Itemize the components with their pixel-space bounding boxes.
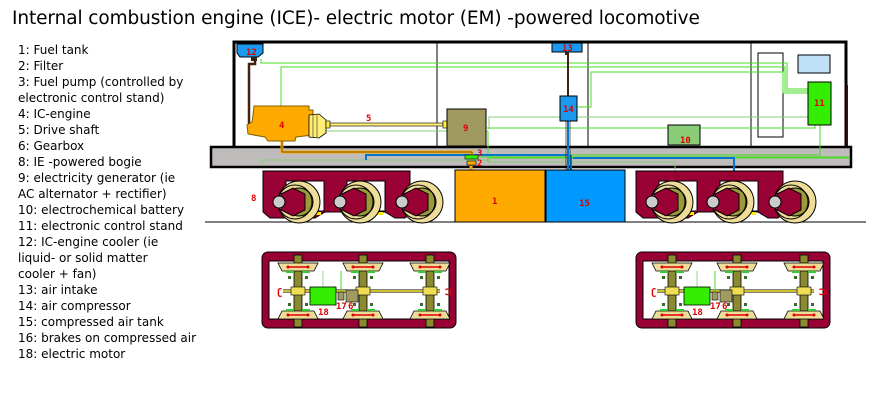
coupling-label: 17 bbox=[710, 302, 721, 312]
fuel-tank-label: 1 bbox=[492, 197, 497, 207]
fuel-pump-label: 3 bbox=[477, 149, 482, 159]
legend-list: 1: Fuel tank 2: Filter 3: Fuel pump (con… bbox=[18, 42, 218, 362]
legend-item: 13: air intake bbox=[18, 283, 98, 297]
fuel-filter: 2 bbox=[466, 159, 482, 169]
motor-label: 18 bbox=[692, 308, 703, 318]
battery-label: 10 bbox=[680, 136, 691, 146]
locomotive-body bbox=[232, 40, 848, 150]
brake-icon: ʗ bbox=[277, 288, 282, 298]
air-tank: 15 bbox=[545, 169, 626, 223]
engine-label: 4 bbox=[279, 121, 285, 131]
cab-window bbox=[797, 54, 831, 74]
legend-item: 4: IC-engine bbox=[18, 107, 91, 121]
fuel-tank: 1 bbox=[454, 169, 546, 223]
gearbox bbox=[345, 289, 359, 303]
motor-label: 18 bbox=[318, 308, 329, 318]
coupling bbox=[337, 291, 345, 301]
legend-item: 11: electronic control stand bbox=[18, 219, 183, 233]
generator-label: 9 bbox=[463, 124, 468, 134]
gearbox-label: 6 bbox=[722, 302, 727, 312]
brake-icon: Ↄ bbox=[445, 287, 451, 298]
legend-item: 1: Fuel tank bbox=[18, 43, 89, 57]
air-compressor: 14 bbox=[559, 95, 578, 122]
gearbox-label: 6 bbox=[348, 302, 353, 312]
control-stand-label: 11 bbox=[814, 99, 825, 109]
legend-item: 6: Gearbox bbox=[18, 139, 85, 153]
air-intake-label: 13 bbox=[562, 44, 573, 54]
legend-item: 12: IC-engine cooler (ie bbox=[18, 235, 159, 249]
air-lines bbox=[365, 120, 735, 172]
diagram-title: Internal combustion engine (ICE)- electr… bbox=[12, 8, 700, 29]
electric-motor bbox=[309, 286, 337, 306]
compressor-label: 14 bbox=[563, 105, 574, 115]
legend-item: 10: electrochemical battery bbox=[18, 203, 185, 217]
drive-shaft-label: 5 bbox=[366, 114, 371, 124]
legend-item: 2: Filter bbox=[18, 59, 64, 73]
legend-item: AC alternator + rectifier) bbox=[18, 187, 167, 201]
ic-engine: 4 bbox=[246, 105, 331, 142]
control-stand: 11 bbox=[807, 81, 832, 126]
legend-item: 8: IE -powered bogie bbox=[18, 155, 142, 169]
cooler-label: 12 bbox=[246, 48, 257, 58]
bogie-right bbox=[635, 170, 817, 224]
brake-icon: ʗ bbox=[651, 288, 656, 298]
legend-item: liquid- or solid matter bbox=[18, 251, 148, 265]
coupling bbox=[711, 291, 719, 301]
bogie-plan-left: ʗ Ↄ 18 17 6 bbox=[261, 251, 457, 329]
air-intake: 13 bbox=[551, 42, 583, 96]
legend-item: 14: air compressor bbox=[18, 299, 131, 313]
coupling-label: 17 bbox=[336, 302, 347, 312]
legend-item: 9: electricity generator (ie bbox=[18, 171, 176, 185]
legend-item: cooler + fan) bbox=[18, 267, 97, 281]
generator: 9 bbox=[446, 108, 487, 147]
bogie-plan-right: ʗ Ↄ 18 17 6 bbox=[635, 251, 831, 329]
cab-panel bbox=[757, 52, 784, 138]
legend-item: 3: Fuel pump (controlled by bbox=[18, 75, 184, 89]
legend-item: electronic control stand) bbox=[18, 91, 165, 105]
bogie-label: 8 bbox=[251, 194, 256, 204]
fuel-pump: 3 bbox=[464, 149, 482, 160]
engine-cooler: 12 bbox=[236, 43, 264, 61]
air-tank-label: 15 bbox=[579, 199, 590, 209]
battery: 10 bbox=[667, 124, 701, 146]
legend-item: 15: compressed air tank bbox=[18, 315, 164, 329]
electric-motor bbox=[683, 286, 711, 306]
legend-item: 18: electric motor bbox=[18, 347, 126, 361]
filter-label: 2 bbox=[477, 159, 482, 169]
gearbox bbox=[719, 289, 733, 303]
legend-item: 16: brakes on compressed air bbox=[18, 331, 197, 345]
legend-item: 5: Drive shaft bbox=[18, 123, 100, 137]
bogie-left: 8 bbox=[251, 170, 444, 224]
brake-icon: Ↄ bbox=[819, 287, 825, 298]
